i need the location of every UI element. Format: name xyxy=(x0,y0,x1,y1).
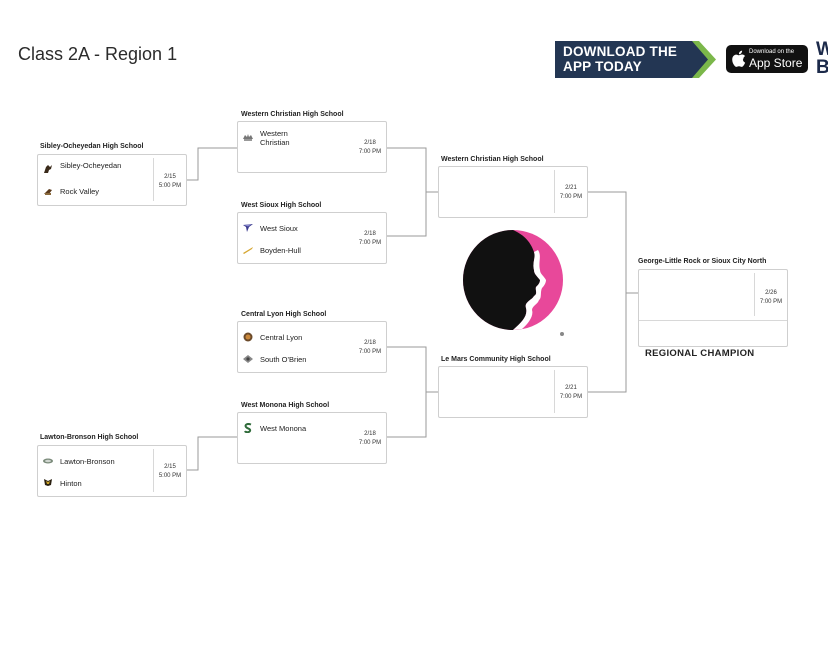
rock-valley-logo-icon xyxy=(44,189,52,195)
south-obrien-logo-icon xyxy=(243,355,253,363)
venue-label: Western Christian High School xyxy=(241,111,344,118)
team-name: Lawton-Bronson xyxy=(60,457,115,466)
apple-icon xyxy=(732,50,746,67)
divider xyxy=(554,170,555,213)
app-store-badge[interactable]: Download on the App Store xyxy=(726,45,808,73)
team-name: Hinton xyxy=(60,479,82,488)
team-name: Rock Valley xyxy=(60,187,100,196)
lawton-bronson-logo-icon xyxy=(43,458,53,464)
venue-label: West Sioux High School xyxy=(241,202,322,209)
venue-label: Sibley-Ocheyedan High School xyxy=(40,143,144,150)
team-name: South O'Brien xyxy=(260,355,307,364)
cropped-edge-text: W B xyxy=(816,39,828,78)
west-monona-logo-icon xyxy=(244,423,252,433)
team-name: West Monona xyxy=(260,424,307,433)
sibley-ocheyedan-logo-icon xyxy=(44,165,52,173)
venue-label: Western Christian High School xyxy=(441,156,544,163)
download-line-2: APP TODAY xyxy=(563,59,642,74)
divider xyxy=(554,370,555,413)
boyden-hull-logo-icon xyxy=(243,247,253,254)
western-christian-logo-icon xyxy=(243,134,253,141)
download-line-1: DOWNLOAD THE xyxy=(563,44,678,59)
west-sioux-logo-icon xyxy=(243,224,253,232)
divider xyxy=(754,273,755,316)
hinton-logo-icon xyxy=(44,479,52,486)
team-name: Western Christian xyxy=(260,129,290,147)
champion-divider xyxy=(639,320,787,321)
regional-champion-label: REGIONAL CHAMPION xyxy=(645,348,755,359)
app-store-small-text: Download on the xyxy=(749,49,795,55)
page-title: Class 2A - Region 1 xyxy=(18,44,178,64)
venue-label: Central Lyon High School xyxy=(241,311,327,318)
venue-label: Le Mars Community High School xyxy=(441,356,551,363)
venue-label: Lawton-Bronson High School xyxy=(40,434,139,441)
team-name: Central Lyon xyxy=(260,333,303,342)
download-banner-shape xyxy=(555,41,716,78)
team-name: West Sioux xyxy=(260,224,298,233)
download-app-banner[interactable]: DOWNLOAD THE APP TODAY xyxy=(555,41,716,78)
team-name: Sibley-Ocheyedan xyxy=(60,161,122,170)
venue-label: George-Little Rock or Sioux City North xyxy=(638,258,767,265)
venue-label: West Monona High School xyxy=(241,402,330,409)
central-lyon-logo-icon xyxy=(243,332,253,342)
app-store-big-text: App Store xyxy=(749,56,803,70)
divider xyxy=(153,449,154,492)
tournament-logo xyxy=(463,230,564,336)
team-name: Boyden-Hull xyxy=(260,246,301,255)
divider xyxy=(153,158,154,201)
